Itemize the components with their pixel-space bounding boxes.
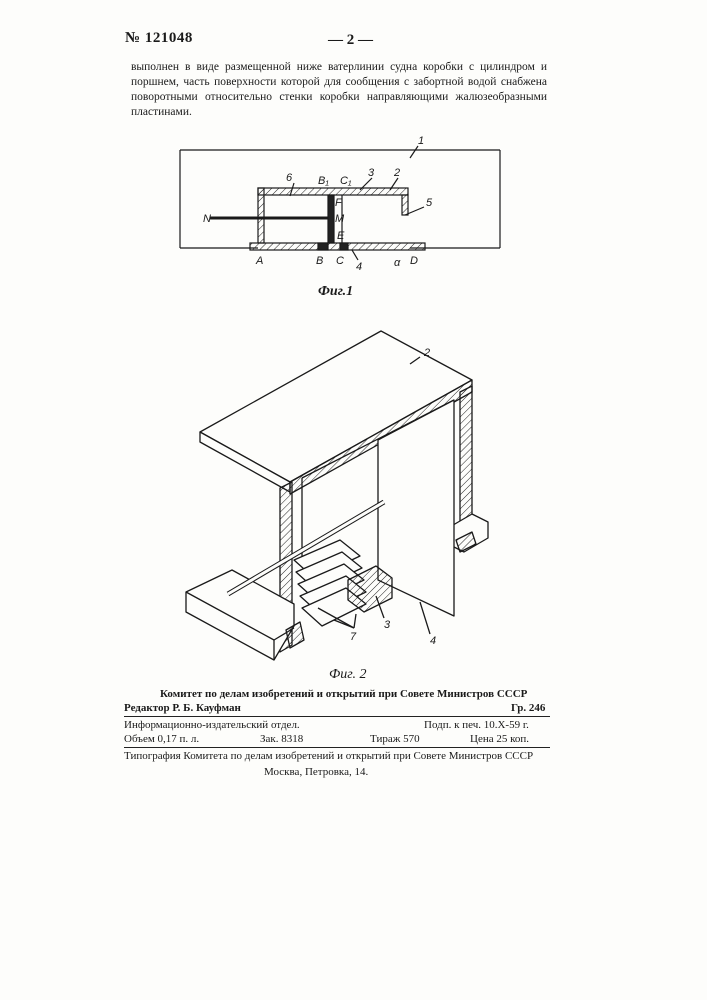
piston [328,195,334,243]
box-left-wall [258,188,264,243]
fig1-label-3: 3 [368,167,375,179]
fig1-label-4: 4 [356,261,362,273]
fig1-label-c: C [336,255,344,267]
fig1-label-e: E [337,230,345,242]
committee-title: Комитет по делам изобретений и открытий … [160,688,527,700]
divider [124,747,550,748]
fig1-label-1: 1 [418,135,424,147]
fig1-label-5: 5 [426,197,433,209]
fig1-label-b1: B₁ [318,175,329,187]
box-bottom [250,243,425,250]
group: Гр. 246 [511,702,545,715]
fig1-label-m: M [335,213,345,225]
volume: Объем 0,17 п. л. [124,733,199,746]
fig1-label-alpha: α [394,257,401,269]
fig2-label-4: 4 [430,635,436,647]
order-number: Зак. 8318 [260,733,303,746]
fig1-label-d: D [410,255,418,267]
figure-1-caption: Фиг.1 [318,284,353,300]
base-foot [186,570,294,660]
dept: Информационно-издательский отдел. [124,719,300,732]
fig1-label-2: 2 [393,167,400,179]
fig2-label-3: 3 [384,619,391,631]
address: Москва, Петровка, 14. [264,766,368,779]
fig2-label-7: 7 [350,631,357,643]
fig1-label-c1: C₁ [340,175,352,187]
figure-2 [186,331,488,660]
price: Цена 25 коп. [470,733,529,746]
print-run: Тираж 570 [370,733,420,746]
fig2-label-2: 2 [423,347,430,359]
printing-house: Типография Комитета по делам изобретений… [124,750,550,763]
fig1-label-6: 6 [286,172,293,184]
figure-2-caption: Фиг. 2 [329,667,367,683]
editor: Редактор Р. Б. Кауфман [124,702,241,715]
fig1-label-b: B [316,255,323,267]
divider [124,716,550,717]
box-top [258,188,408,195]
signed-date: Подп. к печ. 10.X-59 г. [424,719,529,732]
fig1-label-n: N [203,213,211,225]
fig1-label-a: A [255,255,263,267]
box-right-wall [402,195,408,215]
